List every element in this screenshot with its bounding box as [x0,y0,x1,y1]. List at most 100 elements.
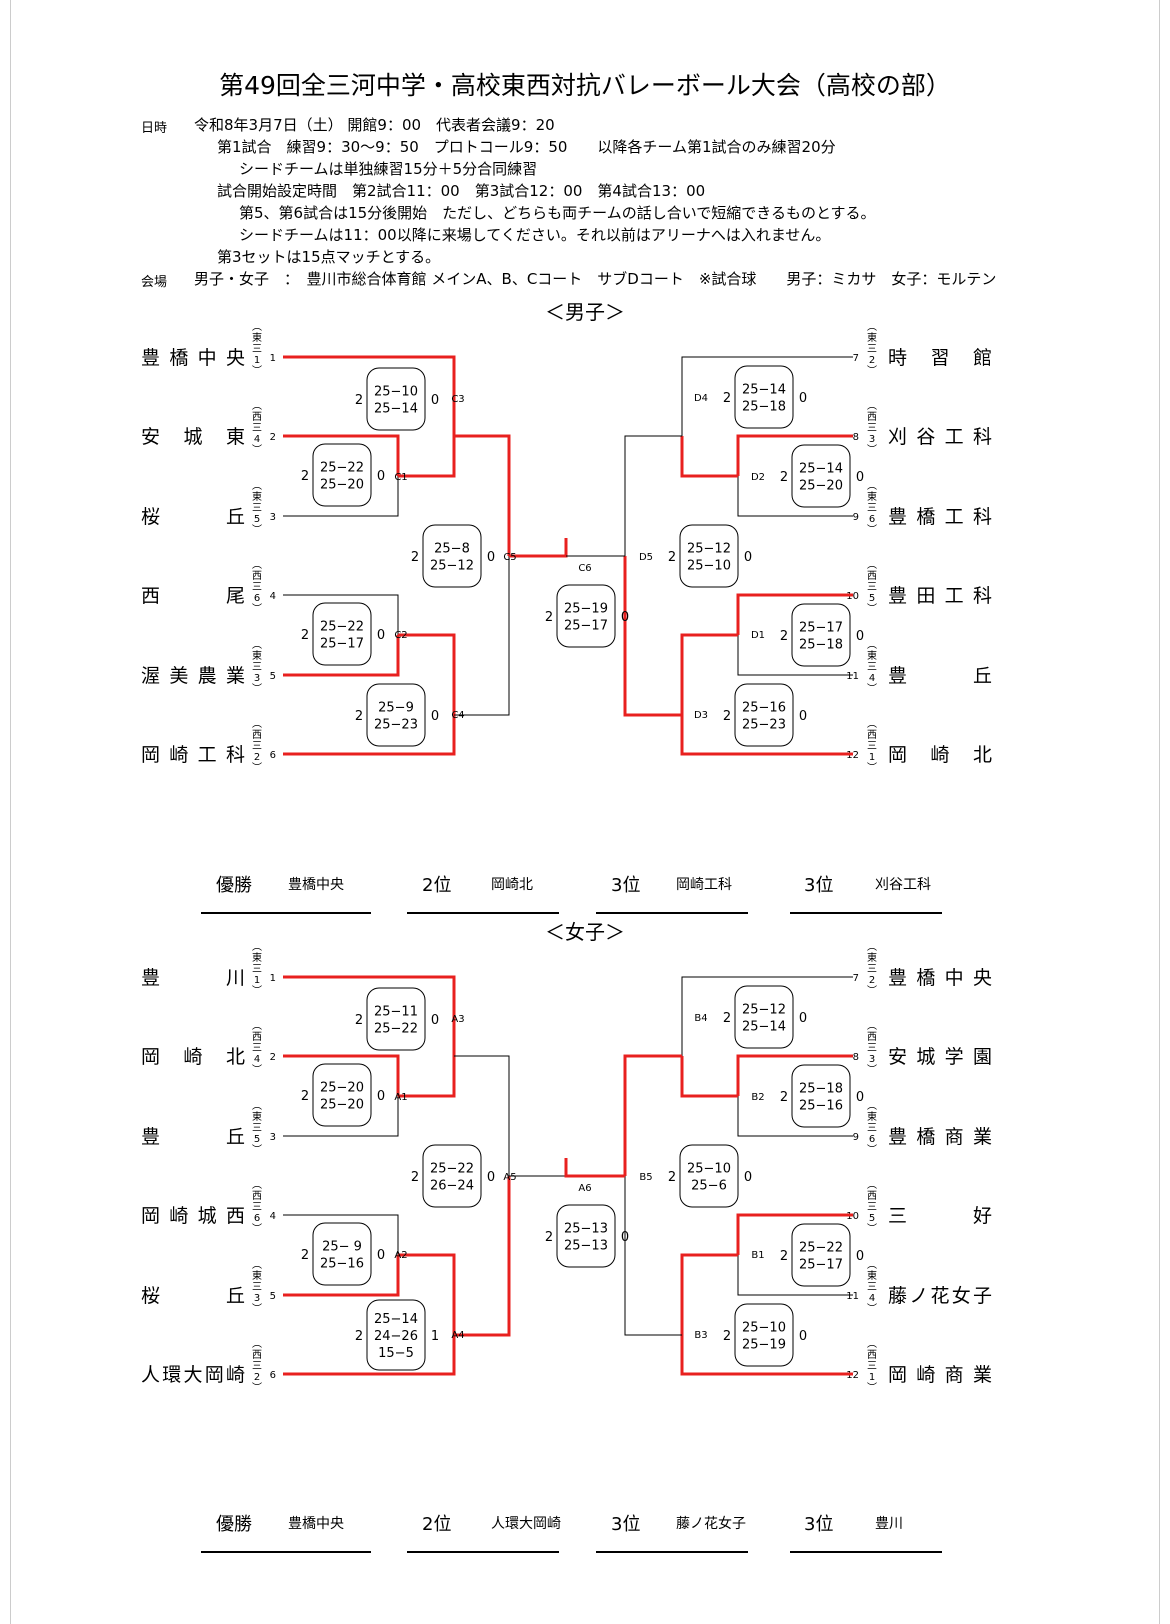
right-team-seed-char: ︵ [867,560,877,571]
left-team-number: 5 [270,1291,276,1302]
result-rank-label: 優勝 [216,1514,252,1535]
sets-won-a: 2 [355,393,363,408]
schedule-line-7: 第3セットは15点マッチとする。 [217,248,441,266]
left-team-seed-char: 三 [252,423,262,434]
left-team-seed-char: 東 [252,1269,262,1282]
right-team-seed-char: 2 [869,975,875,986]
set-score: 25−14 [374,1312,418,1327]
result-rank-label: 2位 [422,1514,452,1535]
girls-score-box [679,1144,739,1208]
sets-won-b: 0 [377,1089,385,1104]
sets-won-b: 0 [621,1230,629,1245]
left-team-number: 6 [270,750,276,761]
date-label: 日時 [141,121,168,136]
sets-won-b: 0 [431,1013,439,1028]
match-code: C2 [394,630,407,641]
left-team-seed-char: 東 [252,490,262,503]
right-team-name: 三好 [888,1205,992,1227]
boys-score-box [366,367,426,431]
right-team-name: 藤ノ花女子 [888,1285,992,1307]
right-team-seed-char: 三 [867,1043,877,1054]
set-score: 25−22 [320,461,364,476]
left-team-number: 5 [270,671,276,682]
right-team-seed-char: 1 [869,1372,875,1383]
right-team-seed-char: 東 [867,490,877,503]
sets-won-a: 2 [545,610,553,625]
boys-score-box [791,603,851,667]
right-team-number: 8 [853,1052,859,1063]
set-score: 25−17 [799,1258,843,1273]
right-team-seed-char: ︵ [867,1021,877,1032]
right-team-seed-char: 三 [867,423,877,434]
set-score: 25−19 [564,602,608,617]
result-rank-label: 3位 [804,1514,834,1535]
sets-won-a: 2 [355,1329,363,1344]
right-team-seed-char: ︶ [867,1144,877,1156]
left-team-name: 人環大岡崎 [141,1364,245,1386]
right-team-seed-char: ︶ [867,1382,877,1394]
right-team-number: 9 [853,1132,859,1143]
girls-score-box [312,1222,372,1286]
sets-won-b: 0 [744,550,752,565]
result-underline [596,912,748,914]
left-team-seed-char: ︵ [252,560,262,571]
sets-won-b: 0 [799,1011,807,1026]
right-team-seed-char: 西 [867,1032,877,1043]
sets-won-a: 2 [355,709,363,724]
right-team-seed-char: 3 [869,434,875,445]
set-score: 25− 9 [322,1240,362,1255]
right-team-seed-char: 3 [869,1054,875,1065]
right-team-seed-char: 三 [867,1202,877,1213]
match-code: A6 [578,1183,591,1194]
left-team-name: 豊丘 [141,1126,245,1148]
right-team-seed-char: ︵ [867,1180,877,1191]
result-underline [201,912,371,914]
right-team-seed-char: ︶ [867,365,877,377]
sets-won-a: 2 [723,1329,731,1344]
result-underline [790,1551,942,1553]
boys-score-box [366,683,426,747]
sets-won-a: 2 [301,1248,309,1263]
left-team-seed-char: 4 [254,434,260,445]
sets-won-b: 0 [799,391,807,406]
set-score: 25−10 [742,1321,786,1336]
left-team-seed-char: 西 [252,1032,262,1043]
right-team-seed-char: ︵ [867,322,877,333]
set-score: 24−26 [374,1329,418,1344]
right-team-seed-char: 東 [867,1110,877,1123]
right-team-seed-char: 5 [869,593,875,604]
result-team-name: 豊橋中央 [288,877,344,893]
left-team-seed-char: 三 [252,1043,262,1054]
left-team-seed-char: ︵ [252,1101,262,1112]
left-team-seed-char: 5 [254,1134,260,1145]
result-rank-label: 3位 [804,875,834,896]
set-score: 25−8 [434,542,470,557]
set-score: 25−22 [430,1162,474,1177]
set-score: 25−18 [742,400,786,415]
left-team-seed-char: ︶ [252,524,262,536]
left-team-seed-char: ︵ [252,401,262,412]
match-code: B4 [694,1013,707,1024]
right-team-seed-char: 4 [869,1293,875,1304]
right-team-seed-char: ︵ [867,942,877,953]
set-score: 25−22 [320,620,364,635]
sets-won-a: 2 [545,1230,553,1245]
match-code: C5 [503,552,516,563]
left-team-seed-char: 6 [254,1213,260,1224]
result-underline [407,1551,559,1553]
set-score: 25−16 [320,1257,364,1272]
left-team-name: 桜丘 [141,1285,245,1307]
right-team-seed-char: ︶ [867,1064,877,1076]
left-team-seed-char: 三 [252,741,262,752]
left-team-name: 岡崎北 [141,1046,245,1068]
left-team-name: 岡崎城西 [141,1205,245,1227]
left-team-seed-char: ︵ [252,1021,262,1032]
set-score: 25−20 [320,1098,364,1113]
sets-won-b: 1 [431,1329,439,1344]
left-team-seed-char: 西 [252,1350,262,1361]
right-team-name: 安城学園 [888,1046,992,1068]
schedule-line-5: 第5、第6試合は15分後開始 ただし、どちらも両チームの話し合いで短縮できるもの… [239,204,876,222]
result-rank-label: 3位 [611,1514,641,1535]
sets-won-b: 0 [799,1329,807,1344]
right-team-seed-char: 東 [867,1269,877,1282]
